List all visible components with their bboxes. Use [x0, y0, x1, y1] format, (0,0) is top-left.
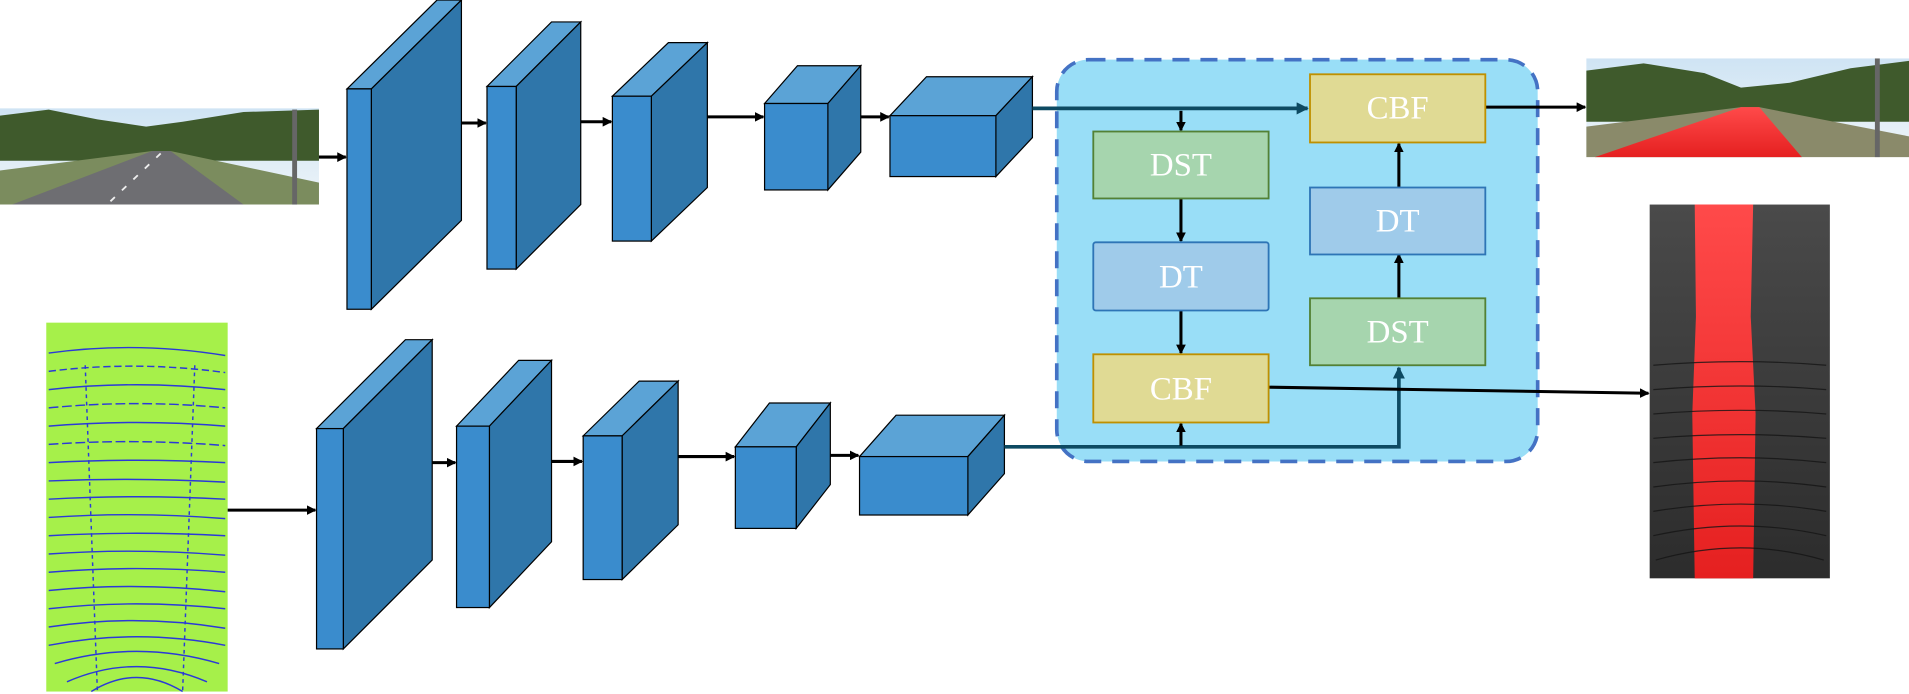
output-rgb-segmentation [1586, 58, 1909, 158]
cbf-label: CBF [1150, 372, 1212, 408]
lidar-encoder-block-1 [315, 338, 434, 651]
dst-block-left: DST [1092, 130, 1270, 200]
dst-label: DST [1367, 314, 1429, 350]
dt-block-left: DT [1092, 241, 1270, 312]
dt-label: DT [1376, 204, 1420, 240]
lidar-encoder-block-2 [455, 358, 553, 610]
lidar-encoder [315, 338, 1006, 651]
dt-label: DT [1159, 260, 1203, 296]
rgb-encoder [345, 0, 1034, 311]
rgb-encoder-block-4 [763, 64, 863, 192]
rgb-encoder-block-3 [610, 41, 709, 243]
lidar-encoder-block-5 [858, 413, 1006, 517]
rgb-encoder-block-1 [345, 0, 463, 311]
dst-block-right: DST [1309, 297, 1487, 367]
dst-label: DST [1150, 148, 1212, 184]
cbf-block-right: CBF [1309, 73, 1487, 144]
output-lidar-segmentation [1649, 204, 1830, 579]
rgb-encoder-block-5 [888, 75, 1034, 179]
lidar-encoder-block-3 [581, 379, 680, 581]
rgb-encoder-block-2 [485, 20, 583, 271]
lidar-encoder-block-4 [734, 401, 832, 531]
encoder-arrows [227, 112, 890, 516]
arrow-to-output-lidar [1268, 385, 1650, 398]
cbf-label: CBF [1367, 90, 1429, 126]
input-lidar-image [46, 322, 228, 693]
cbf-block-left: CBF [1092, 353, 1270, 424]
lidar-feature-line [1004, 366, 1405, 449]
input-rgb-image [0, 108, 319, 205]
dt-block-right: DT [1309, 186, 1487, 256]
